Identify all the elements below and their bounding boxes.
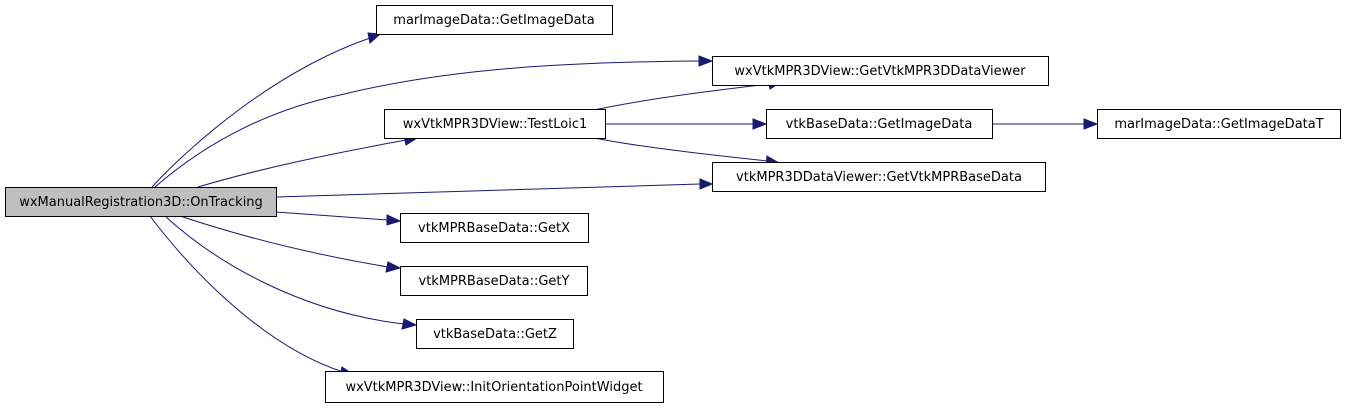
node-getimagedatat-label: marImageData::GetImageDataT (1114, 117, 1323, 132)
node-gety-label: vtkMPRBaseData::GetY (419, 274, 570, 289)
node-root[interactable]: wxManualRegistration3D::OnTracking (5, 187, 277, 217)
node-testloic1-label: wxVtkMPR3DView::TestLoic1 (403, 117, 587, 132)
node-getvtkmpr3ddataviewer[interactable]: wxVtkMPR3DView::GetVtkMPR3DDataViewer (712, 56, 1049, 86)
edge-root-to-getimagedata-mar (151, 32, 382, 188)
edge-root-to-getz (164, 215, 418, 330)
edge-testloic1-to-getimagedata-vtkbase (606, 118, 768, 130)
edge-root-to-testloic1 (197, 134, 419, 188)
node-initorientation-label: wxVtkMPR3DView::InitOrientationPointWidg… (345, 380, 642, 395)
nodes: wxManualRegistration3D::OnTracking marIm… (5, 5, 1341, 403)
edge-getimagedata-vtkbase-to-getimagedatat (992, 118, 1099, 130)
node-getx-label: vtkMPRBaseData::GetX (418, 221, 570, 236)
edge-root-to-initorientation (149, 215, 356, 378)
node-getimagedatat[interactable]: marImageData::GetImageDataT (1097, 109, 1341, 139)
node-getimagedata-vtkbase-label: vtkBaseData::GetImageData (786, 117, 973, 132)
node-getimagedata-mar-label: marImageData::GetImageData (393, 13, 594, 28)
node-getvtkmpr3ddataviewer-label: wxVtkMPR3DView::GetVtkMPR3DDataViewer (734, 64, 1026, 79)
node-getz-label: vtkBaseData::GetZ (433, 327, 557, 342)
edge-testloic1-to-getvtkmprbasedata (593, 137, 781, 167)
node-testloic1[interactable]: wxVtkMPR3DView::TestLoic1 (384, 109, 606, 139)
edge-root-to-getx (275, 211, 402, 226)
node-getimagedata-mar[interactable]: marImageData::GetImageData (376, 5, 613, 35)
edge-root-to-getvtkmprbasedata (275, 178, 714, 198)
node-gety[interactable]: vtkMPRBaseData::GetY (400, 266, 588, 296)
node-getvtkmprbasedata[interactable]: vtkMPR3DDataViewer::GetVtkMPRBaseData (712, 162, 1046, 192)
edge-root-to-getvtkmpr3ddataviewer (154, 55, 714, 188)
node-getimagedata-vtkbase[interactable]: vtkBaseData::GetImageData (766, 109, 993, 139)
node-getz[interactable]: vtkBaseData::GetZ (416, 319, 574, 349)
node-root-label: wxManualRegistration3D::OnTracking (19, 195, 263, 210)
node-getvtkmprbasedata-label: vtkMPR3DDataViewer::GetVtkMPRBaseData (736, 170, 1022, 185)
node-getx[interactable]: vtkMPRBaseData::GetX (400, 213, 589, 243)
edge-root-to-gety (179, 215, 402, 273)
node-initorientation[interactable]: wxVtkMPR3DView::InitOrientationPointWidg… (325, 371, 664, 403)
